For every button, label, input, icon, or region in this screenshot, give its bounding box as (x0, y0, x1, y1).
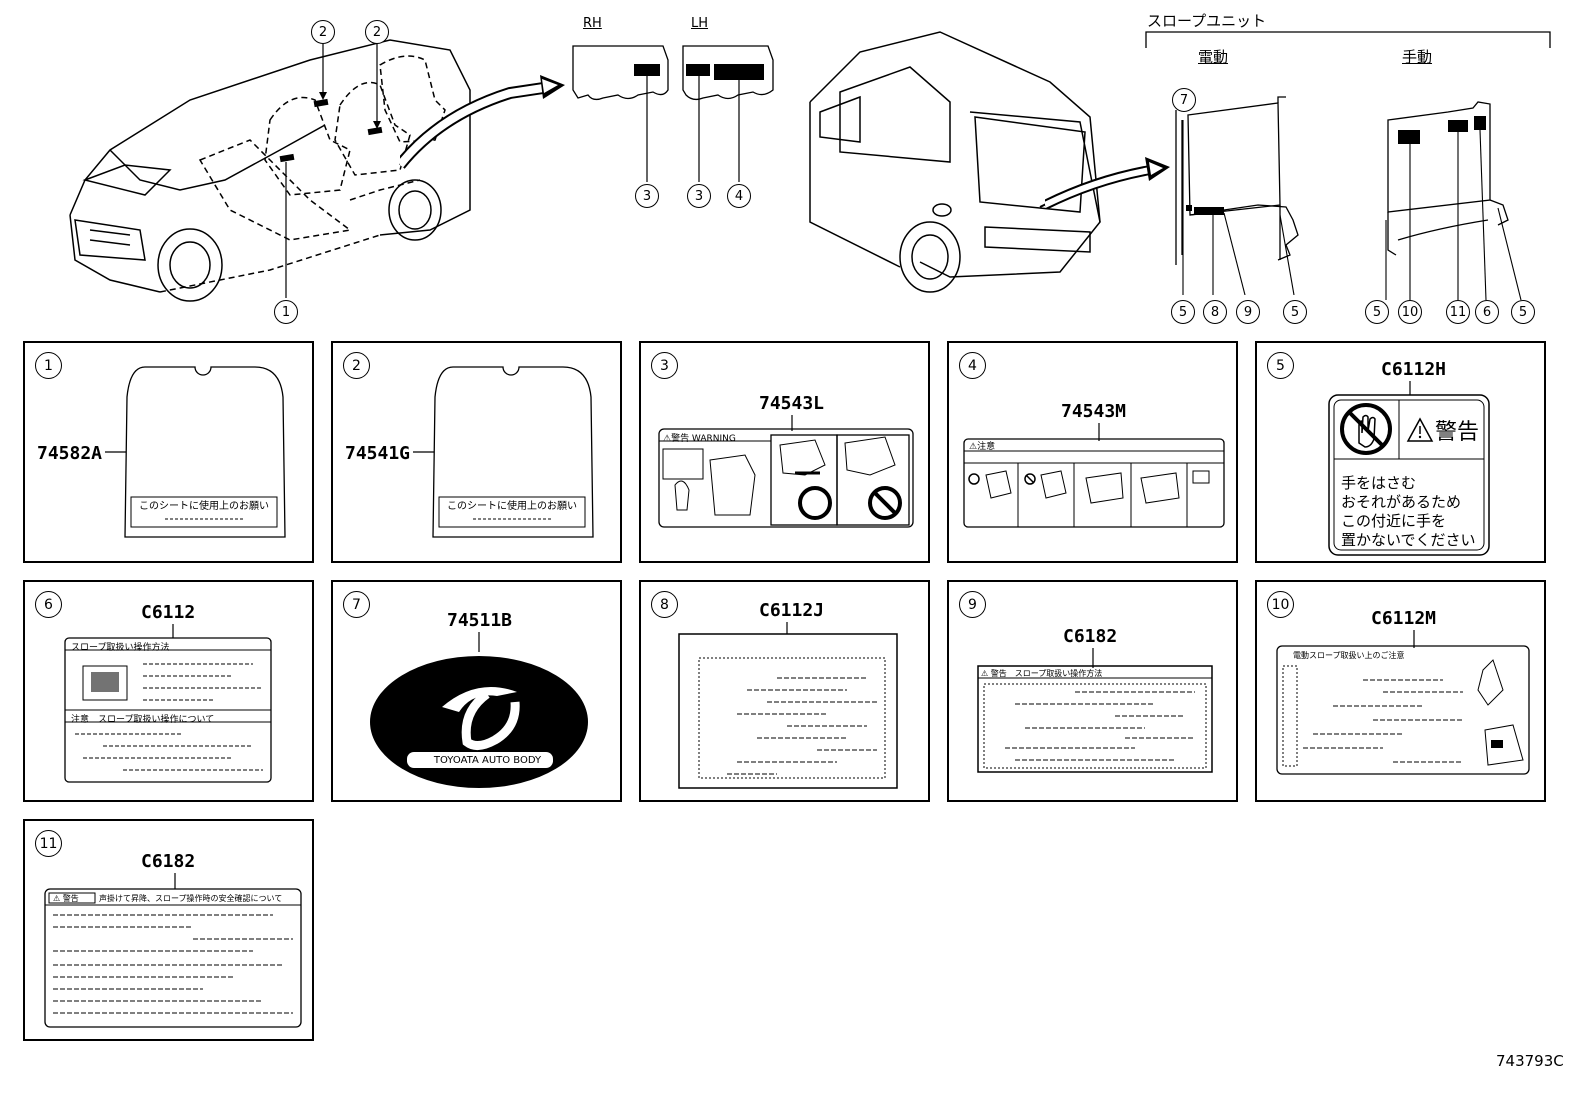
part-number-badge: 4 (959, 352, 986, 379)
part-code: C6112 (141, 602, 196, 623)
diagram-id: 743793C (1496, 1052, 1564, 1070)
manual-label: 手動 (1402, 48, 1433, 66)
callout-electric-9: 9 (1236, 300, 1260, 324)
callout-vehicle-2b: 2 (365, 20, 389, 44)
part-code: 74543L (759, 393, 825, 414)
warning-header-text: 声掛けて昇降、スロープ操作時の安全確認について (99, 894, 283, 903)
lh-label: LH (691, 16, 709, 31)
part-code: 74582A (37, 443, 103, 464)
seat-tag-text: このシートに使用上のお願い (139, 501, 269, 512)
operation-safety-warning-label-drawing (44, 873, 302, 1028)
part-code: C6112H (1381, 359, 1447, 380)
arrow-to-door-trim (400, 75, 565, 169)
slope-warning-label-drawing (977, 648, 1213, 773)
part-number-badge: 7 (343, 591, 370, 618)
part-number-badge: 6 (35, 591, 62, 618)
part-number-badge: 5 (1267, 352, 1294, 379)
callout-electric-5a: 5 (1171, 300, 1195, 324)
part-panel-4: 4 74543M ⚠注意 (947, 341, 1238, 563)
part-code: 74541G (345, 443, 411, 464)
part-code: C6112M (1371, 608, 1437, 629)
seat-tag-text: このシートに使用上のお願い (447, 501, 577, 512)
warning-line-4: 置かないでください (1341, 531, 1476, 549)
section-2-title: 注意 スロープ取扱い操作について (71, 715, 215, 725)
seat-tag-label-drawing (105, 366, 286, 538)
part-number-badge: 11 (35, 830, 62, 857)
warning-line-1: 手をはさむ (1341, 474, 1417, 492)
part-panel-1: 1 74582A このシートに使用上のお願い (23, 341, 314, 563)
callout-lh-3: 3 (687, 184, 711, 208)
part-code: C6112J (759, 600, 825, 621)
warning-line-3: この付近に手を (1341, 512, 1447, 530)
caution-header-text: 電動スロープ取扱い上のご注意 (1293, 651, 1405, 660)
part-panel-8: 8 C6112J (639, 580, 930, 802)
callout-electric-8: 8 (1203, 300, 1227, 324)
door-caution-label-drawing (963, 423, 1225, 528)
callout-manual-5b: 5 (1511, 300, 1535, 324)
electric-slope-caution-label-drawing (1276, 630, 1530, 775)
callout-electric-7: 7 (1172, 88, 1196, 112)
part-number-badge: 2 (343, 352, 370, 379)
emblem-text: TOYOATA AUTO BODY (433, 755, 542, 766)
slope-unit-label: スロープユニット (1147, 12, 1267, 30)
part-panel-10: 10 C6112M 電動スロープ取扱い上のご注意 (1255, 580, 1546, 802)
part-panel-5: 5 C6112H 警告 手をはさむ おそれがあるため この付近に手を 置かないで… (1255, 341, 1546, 563)
part-code: 74543M (1061, 401, 1127, 422)
part-code: C6182 (141, 851, 196, 872)
callout-rh-3: 3 (635, 184, 659, 208)
callout-lh-4: 4 (727, 184, 751, 208)
part-code: C6182 (1063, 626, 1118, 647)
warning-tag: ⚠ 警告 (53, 894, 79, 903)
callout-vehicle-2a: 2 (311, 20, 335, 44)
callout-manual-6: 6 (1475, 300, 1499, 324)
part-number-badge: 1 (35, 352, 62, 379)
toyota-auto-body-emblem (370, 632, 588, 788)
slope-instruction-label-drawing (678, 622, 898, 789)
callout-manual-5a: 5 (1365, 300, 1389, 324)
slope-unit-manual-illustration (1385, 101, 1522, 300)
part-code: 74511B (447, 610, 513, 631)
part-panel-11: 11 C6182 ⚠ 警告 声掛けて昇降、スロープ操作時の安全確認について (23, 819, 314, 1041)
part-panel-3: 3 74543L ⚠警告 WARNING (639, 341, 930, 563)
slope-operation-label-drawing (64, 624, 272, 783)
vehicle-cutaway-illustration (69, 39, 490, 302)
part-number-badge: 8 (651, 591, 678, 618)
warning-header-text: ⚠ 警告 スロープ取扱い操作方法 (981, 669, 1103, 678)
part-panel-2: 2 74541G このシートに使用上のお願い (331, 341, 622, 563)
arrow-to-slope-unit (1045, 157, 1170, 210)
part-number-badge: 10 (1267, 591, 1294, 618)
callout-manual-11: 11 (1446, 300, 1470, 324)
slope-unit-electric-illustration (1175, 96, 1299, 295)
part-panel-7: 7 74511B TOYOATA AUTO BODY (331, 580, 622, 802)
callout-electric-5b: 5 (1283, 300, 1307, 324)
part-panel-6: 6 C6112 スロープ取扱い操作方法 注意 スロープ取扱い操作について (23, 580, 314, 802)
electric-label: 電動 (1198, 48, 1229, 66)
warning-header-text: ⚠警告 WARNING (663, 434, 736, 444)
callout-manual-10: 10 (1398, 300, 1422, 324)
rh-label: RH (583, 16, 602, 31)
slope-unit-bracket (1145, 31, 1551, 48)
part-number-badge: 3 (651, 352, 678, 379)
caution-header-text: ⚠注意 (969, 442, 996, 452)
section-1-title: スロープ取扱い操作方法 (71, 643, 170, 653)
seat-tag-label-drawing (413, 366, 594, 538)
part-number-badge: 9 (959, 591, 986, 618)
door-warning-label-drawing (658, 415, 914, 528)
part-panel-9: 9 C6182 ⚠ 警告 スロープ取扱い操作方法 (947, 580, 1238, 802)
warning-title: 警告 (1435, 420, 1480, 445)
warning-line-2: おそれがあるため (1341, 493, 1462, 511)
hand-pinch-warning-label-drawing (1328, 381, 1490, 556)
callout-vehicle-1: 1 (274, 300, 298, 324)
rh-lh-trim-illustration (572, 45, 774, 182)
